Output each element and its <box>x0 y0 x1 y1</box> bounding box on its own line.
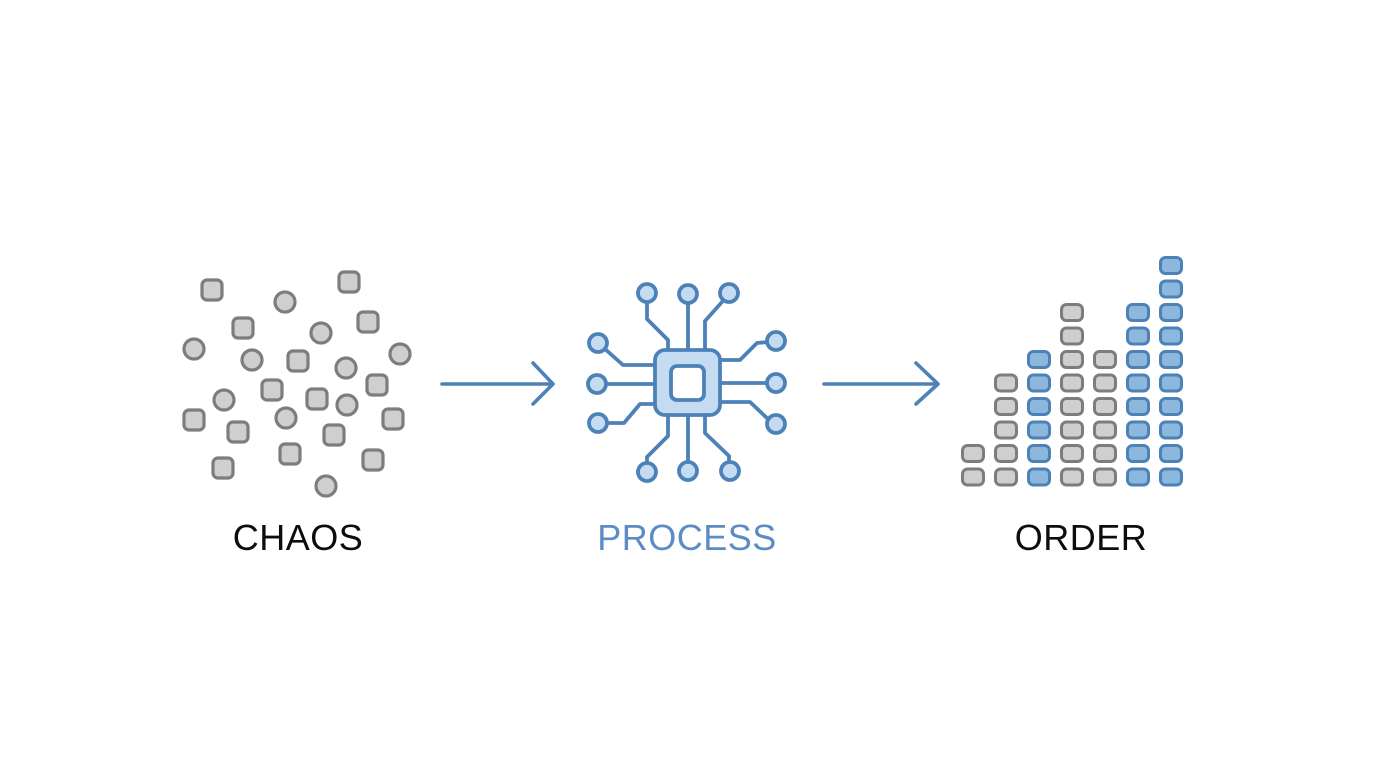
chaos-circle-shape <box>212 388 236 412</box>
chip-trace <box>703 412 731 464</box>
order-block-gray <box>994 420 1018 440</box>
order-block-gray <box>994 373 1018 393</box>
order-block-gray <box>1060 303 1084 322</box>
chaos-square-shape <box>286 349 310 373</box>
chaos-square-shape <box>365 373 389 397</box>
chaos-square-shape <box>231 316 255 340</box>
chaos-square-shape <box>200 278 224 302</box>
order-block-gray <box>1093 397 1117 416</box>
flow-arrow-head-icon <box>914 361 940 406</box>
order-block-gray <box>1093 420 1117 440</box>
order-block-blue <box>1159 420 1183 440</box>
order-block-gray <box>1060 420 1084 440</box>
chaos-square-shape <box>260 378 284 402</box>
order-block-gray <box>1060 397 1084 416</box>
order-block-blue <box>1126 467 1150 487</box>
chaos-label: CHAOS <box>232 517 364 558</box>
order-block-blue <box>1027 350 1051 369</box>
order-block-blue <box>1159 467 1183 487</box>
chip-trace <box>605 402 658 425</box>
order-block-blue <box>1159 303 1183 322</box>
order-block-blue <box>1159 279 1183 299</box>
chaos-square-shape <box>356 310 380 334</box>
order-block-blue <box>1027 444 1051 463</box>
order-label: ORDER <box>1014 517 1148 558</box>
flow-arrow-head-icon <box>531 361 555 406</box>
order-block-blue <box>1126 373 1150 393</box>
chip-pin-node <box>636 461 658 483</box>
process-label: PROCESS <box>597 517 777 558</box>
chaos-square-shape <box>361 448 385 472</box>
chip-pin-node <box>719 460 741 482</box>
chaos-square-shape <box>211 456 235 480</box>
order-block-gray <box>1060 350 1084 369</box>
chaos-square-shape <box>305 387 329 411</box>
order-block-gray <box>1060 326 1084 346</box>
order-block-blue <box>1159 256 1183 275</box>
order-block-gray <box>961 467 985 487</box>
chip-pin-node <box>718 282 740 304</box>
order-block-gray <box>1093 350 1117 369</box>
chip-core-icon <box>669 364 706 402</box>
chaos-square-shape <box>322 423 346 447</box>
order-block-gray <box>1093 444 1117 463</box>
chip-pin-node <box>587 412 609 434</box>
chip-pin-node <box>677 460 699 482</box>
order-block-blue <box>1126 397 1150 416</box>
chip-trace <box>645 301 670 353</box>
chaos-circle-shape <box>335 393 359 417</box>
order-block-blue <box>1027 373 1051 393</box>
chaos-circle-shape <box>388 342 412 366</box>
chaos-circle-shape <box>334 356 358 380</box>
chaos-circle-shape <box>182 337 206 361</box>
chip-trace <box>645 412 670 465</box>
order-block-blue <box>1027 397 1051 416</box>
chaos-circle-shape <box>309 321 333 345</box>
chaos-square-shape <box>182 408 206 432</box>
order-block-blue <box>1126 350 1150 369</box>
order-block-blue <box>1159 373 1183 393</box>
chip-pin-node <box>765 372 787 394</box>
order-block-blue <box>1126 444 1150 463</box>
chip-trace <box>717 340 770 362</box>
order-block-gray <box>961 444 985 463</box>
order-block-blue <box>1027 467 1051 487</box>
chaos-circle-shape <box>240 348 264 372</box>
chaos-circle-shape <box>274 406 298 430</box>
order-block-gray <box>994 467 1018 487</box>
order-block-blue <box>1126 420 1150 440</box>
order-block-gray <box>1060 373 1084 393</box>
chaos-square-shape <box>381 407 405 431</box>
order-block-blue <box>1159 397 1183 416</box>
chip-pin-node <box>765 413 787 435</box>
chip-pin-node <box>586 373 608 395</box>
order-block-gray <box>1093 373 1117 393</box>
chaos-square-shape <box>337 270 361 294</box>
order-block-gray <box>994 444 1018 463</box>
chaos-square-shape <box>278 442 302 466</box>
order-block-blue <box>1159 350 1183 369</box>
order-block-blue <box>1159 326 1183 346</box>
chip-pin-node <box>636 282 658 304</box>
order-block-blue <box>1126 326 1150 346</box>
chip-trace <box>717 400 770 421</box>
chip-pin-node <box>765 330 787 352</box>
order-block-blue <box>1126 303 1150 322</box>
chip-trace <box>703 300 724 353</box>
order-block-blue <box>1027 420 1051 440</box>
chip-trace <box>603 347 658 367</box>
order-block-gray <box>1093 467 1117 487</box>
chip-pin-node <box>677 283 699 305</box>
chip-pin-node <box>587 332 609 354</box>
order-block-gray <box>1060 444 1084 463</box>
order-block-gray <box>1060 467 1084 487</box>
chaos-circle-shape <box>314 474 338 498</box>
chaos-circle-shape <box>273 290 297 314</box>
order-block-blue <box>1159 444 1183 463</box>
order-block-gray <box>994 397 1018 416</box>
chaos-square-shape <box>226 420 250 444</box>
